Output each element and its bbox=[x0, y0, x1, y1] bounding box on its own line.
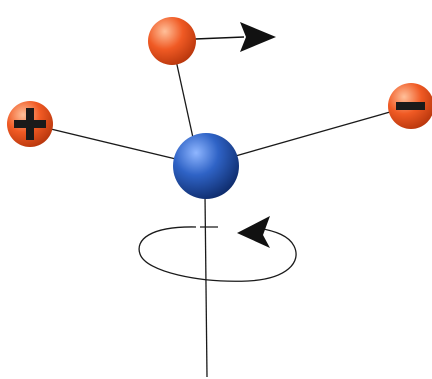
negative-atom bbox=[388, 83, 432, 129]
motion-arrow-icon bbox=[194, 22, 276, 52]
rotation-arrow-icon bbox=[237, 216, 270, 248]
top-atom bbox=[148, 17, 196, 65]
rotation-axis-line bbox=[204, 194, 208, 378]
positive-atom bbox=[7, 101, 53, 147]
minus-icon bbox=[396, 102, 425, 110]
center-atom bbox=[173, 133, 239, 199]
bond-line-right bbox=[231, 105, 412, 158]
rotation-ellipse bbox=[138, 226, 297, 282]
bond-line-left bbox=[29, 123, 181, 161]
